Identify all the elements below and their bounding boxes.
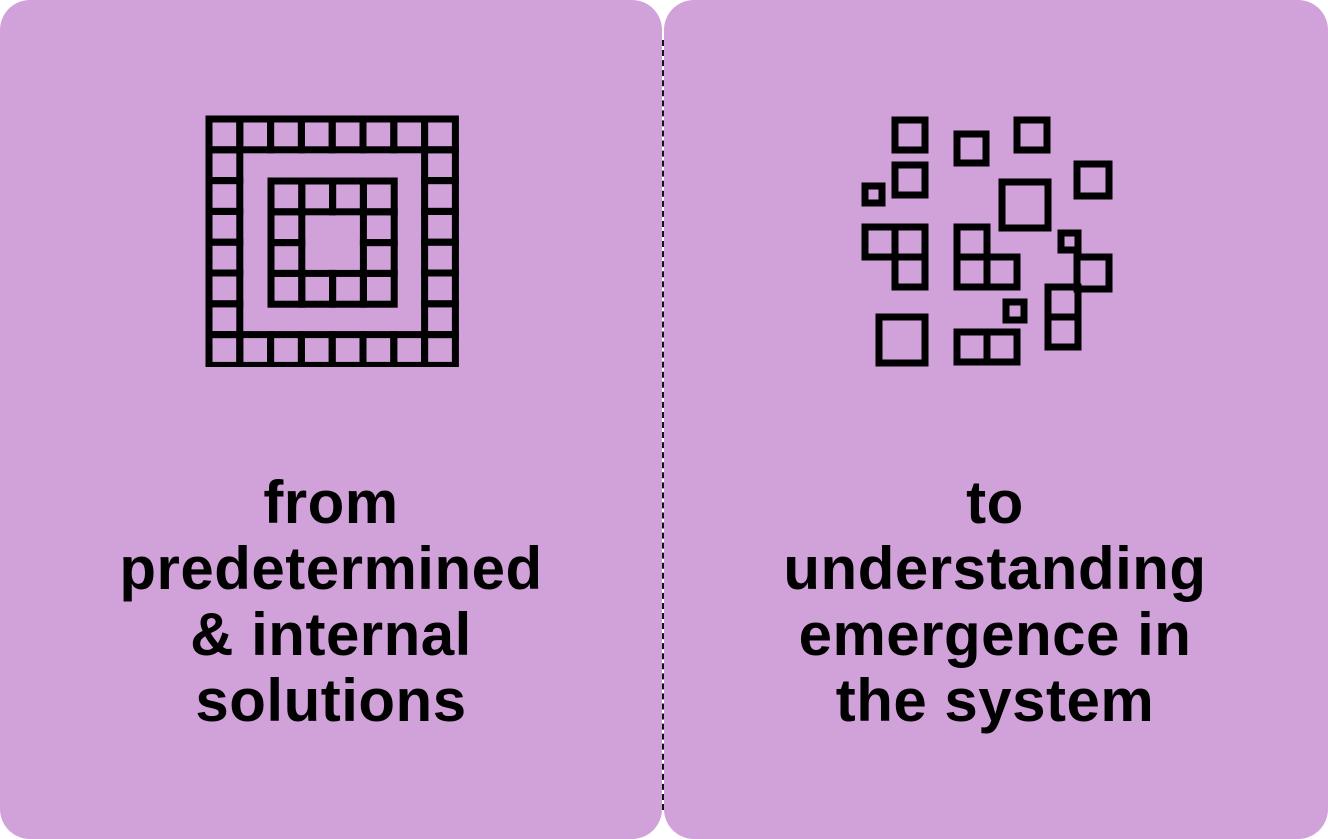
grid-cell xyxy=(205,115,244,154)
grid-cell xyxy=(267,239,306,277)
grid-cell xyxy=(359,269,398,308)
scatter-square xyxy=(1057,229,1082,254)
left-caption: from predetermined & internal solutions xyxy=(0,470,662,734)
scatter-square xyxy=(953,328,991,366)
grid-cell xyxy=(236,115,275,154)
grid-cell xyxy=(297,331,336,367)
right-caption-line: to xyxy=(966,469,1024,536)
grid-cell xyxy=(421,207,459,246)
grid-cell xyxy=(329,177,367,216)
grid-cell xyxy=(390,331,429,367)
scatter-square xyxy=(1013,116,1051,154)
grid-cell xyxy=(328,115,367,154)
scatter-square xyxy=(861,182,886,207)
scatter-square xyxy=(1002,298,1028,324)
scatter-square xyxy=(891,253,929,291)
scatter-square xyxy=(953,130,990,167)
scatter-square xyxy=(891,116,929,154)
grid-cell xyxy=(359,208,398,247)
grid-cell xyxy=(359,239,398,277)
grid-cell xyxy=(421,177,459,215)
grid-cell xyxy=(298,269,337,308)
left-caption-line: from xyxy=(263,469,399,536)
left-caption-line: predetermined xyxy=(119,535,543,602)
grid-cell xyxy=(421,269,459,308)
grid-cell xyxy=(205,238,244,277)
scatter-square xyxy=(1044,313,1082,351)
grid-cell xyxy=(205,207,244,246)
dashed-divider xyxy=(662,40,664,810)
scatter-square xyxy=(1073,253,1113,293)
grid-cell xyxy=(205,146,244,185)
scatter-square xyxy=(983,328,1021,366)
scatter-square xyxy=(861,223,899,261)
scatter-square xyxy=(875,313,929,367)
grid-cell xyxy=(267,331,305,367)
left-caption-line: & internal xyxy=(190,601,472,668)
scattered-squares-icon xyxy=(861,116,1113,367)
grid-cell xyxy=(267,177,306,216)
right-caption-line: emergence in xyxy=(798,601,1192,668)
grid-cell xyxy=(298,177,337,216)
grid-cell xyxy=(421,146,459,185)
right-caption-line: the system xyxy=(835,667,1155,734)
grid-cell xyxy=(205,300,244,339)
grid-cell xyxy=(297,115,336,154)
grid-cell xyxy=(421,331,459,367)
right-caption: to understanding emergence in the system xyxy=(664,470,1326,734)
grid-cell xyxy=(267,269,306,308)
grid-cell xyxy=(205,269,244,308)
scatter-square xyxy=(891,161,929,199)
grid-cell xyxy=(421,300,459,339)
grid-cell xyxy=(236,331,275,367)
scatter-square xyxy=(983,253,1021,291)
grid-cell xyxy=(205,177,244,215)
grid-cell xyxy=(359,177,398,216)
scatter-square xyxy=(1073,160,1113,200)
grid-cell xyxy=(421,115,459,154)
scatter-square xyxy=(953,223,991,261)
scatter-square xyxy=(953,253,991,291)
scatter-square xyxy=(891,223,929,261)
grid-cell xyxy=(267,208,306,247)
left-caption-line: solutions xyxy=(195,667,467,734)
grid-cell xyxy=(421,238,459,277)
grid-cell xyxy=(359,331,398,367)
scatter-square xyxy=(998,178,1052,232)
grid-cell xyxy=(390,115,429,154)
right-caption-line: understanding xyxy=(783,535,1207,602)
grid-cell xyxy=(328,331,367,367)
grid-cell xyxy=(267,115,305,154)
grid-cell xyxy=(205,331,244,367)
right-card xyxy=(664,0,1328,839)
grid-cell xyxy=(329,269,367,308)
grid-cell xyxy=(359,115,398,154)
concentric-grid-icon xyxy=(205,115,459,367)
